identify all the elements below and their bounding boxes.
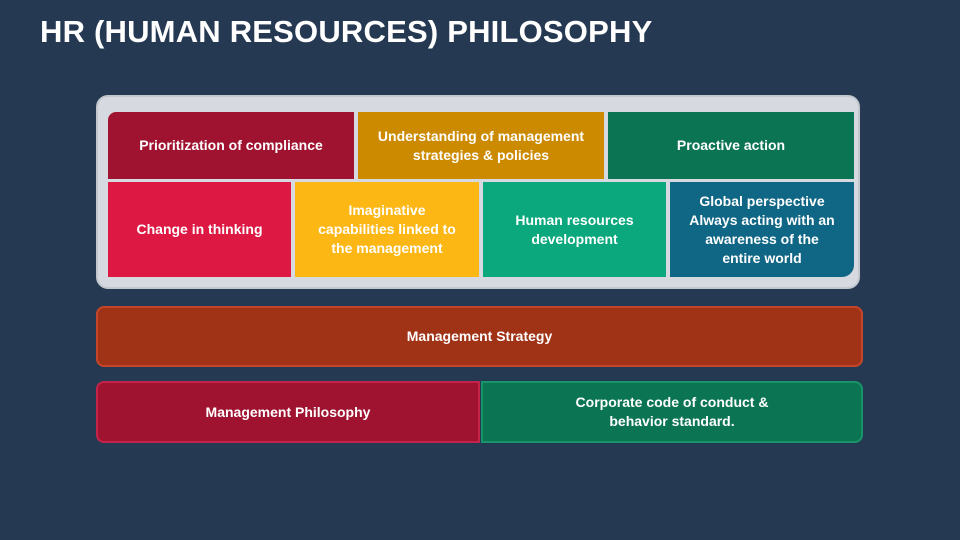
box-label: Global perspective Always acting with an… [689,192,835,266]
management-philosophy-box: Management Philosophy [96,381,480,443]
bar-label: Management Philosophy [205,403,371,420]
box-label: Change in thinking [136,221,263,237]
box-label: Prioritization of compliance [139,137,323,153]
box-label: Proactive action [676,137,786,153]
philosophy-panel: Prioritization of compliance Understandi… [96,95,860,289]
box-global-perspective: Global perspective Always acting with an… [670,182,854,277]
corporate-code-box: Corporate code of conduct & behavior sta… [481,381,863,443]
bar-label: Corporate code of conduct & behavior sta… [575,394,769,429]
page-title: HR (HUMAN RESOURCES) PHILOSOPHY [40,14,653,49]
box-prioritization-of-compliance: Prioritization of compliance [108,112,354,179]
box-understanding-management-strategies: Understanding of management strategies &… [358,112,604,179]
box-label: Imaginative capabilities linked to the m… [318,202,456,256]
box-label: Understanding of management strategies &… [377,127,585,163]
management-strategy-bar: Management Strategy [96,306,863,367]
box-proactive-action: Proactive action [608,112,854,179]
bar-label: Management Strategy [406,328,553,344]
box-imaginative-capabilities: Imaginative capabilities linked to the m… [295,182,479,277]
box-human-resources-development: Human resources development [483,182,666,277]
box-label: Human resources development [515,211,634,247]
box-change-in-thinking: Change in thinking [108,182,291,277]
